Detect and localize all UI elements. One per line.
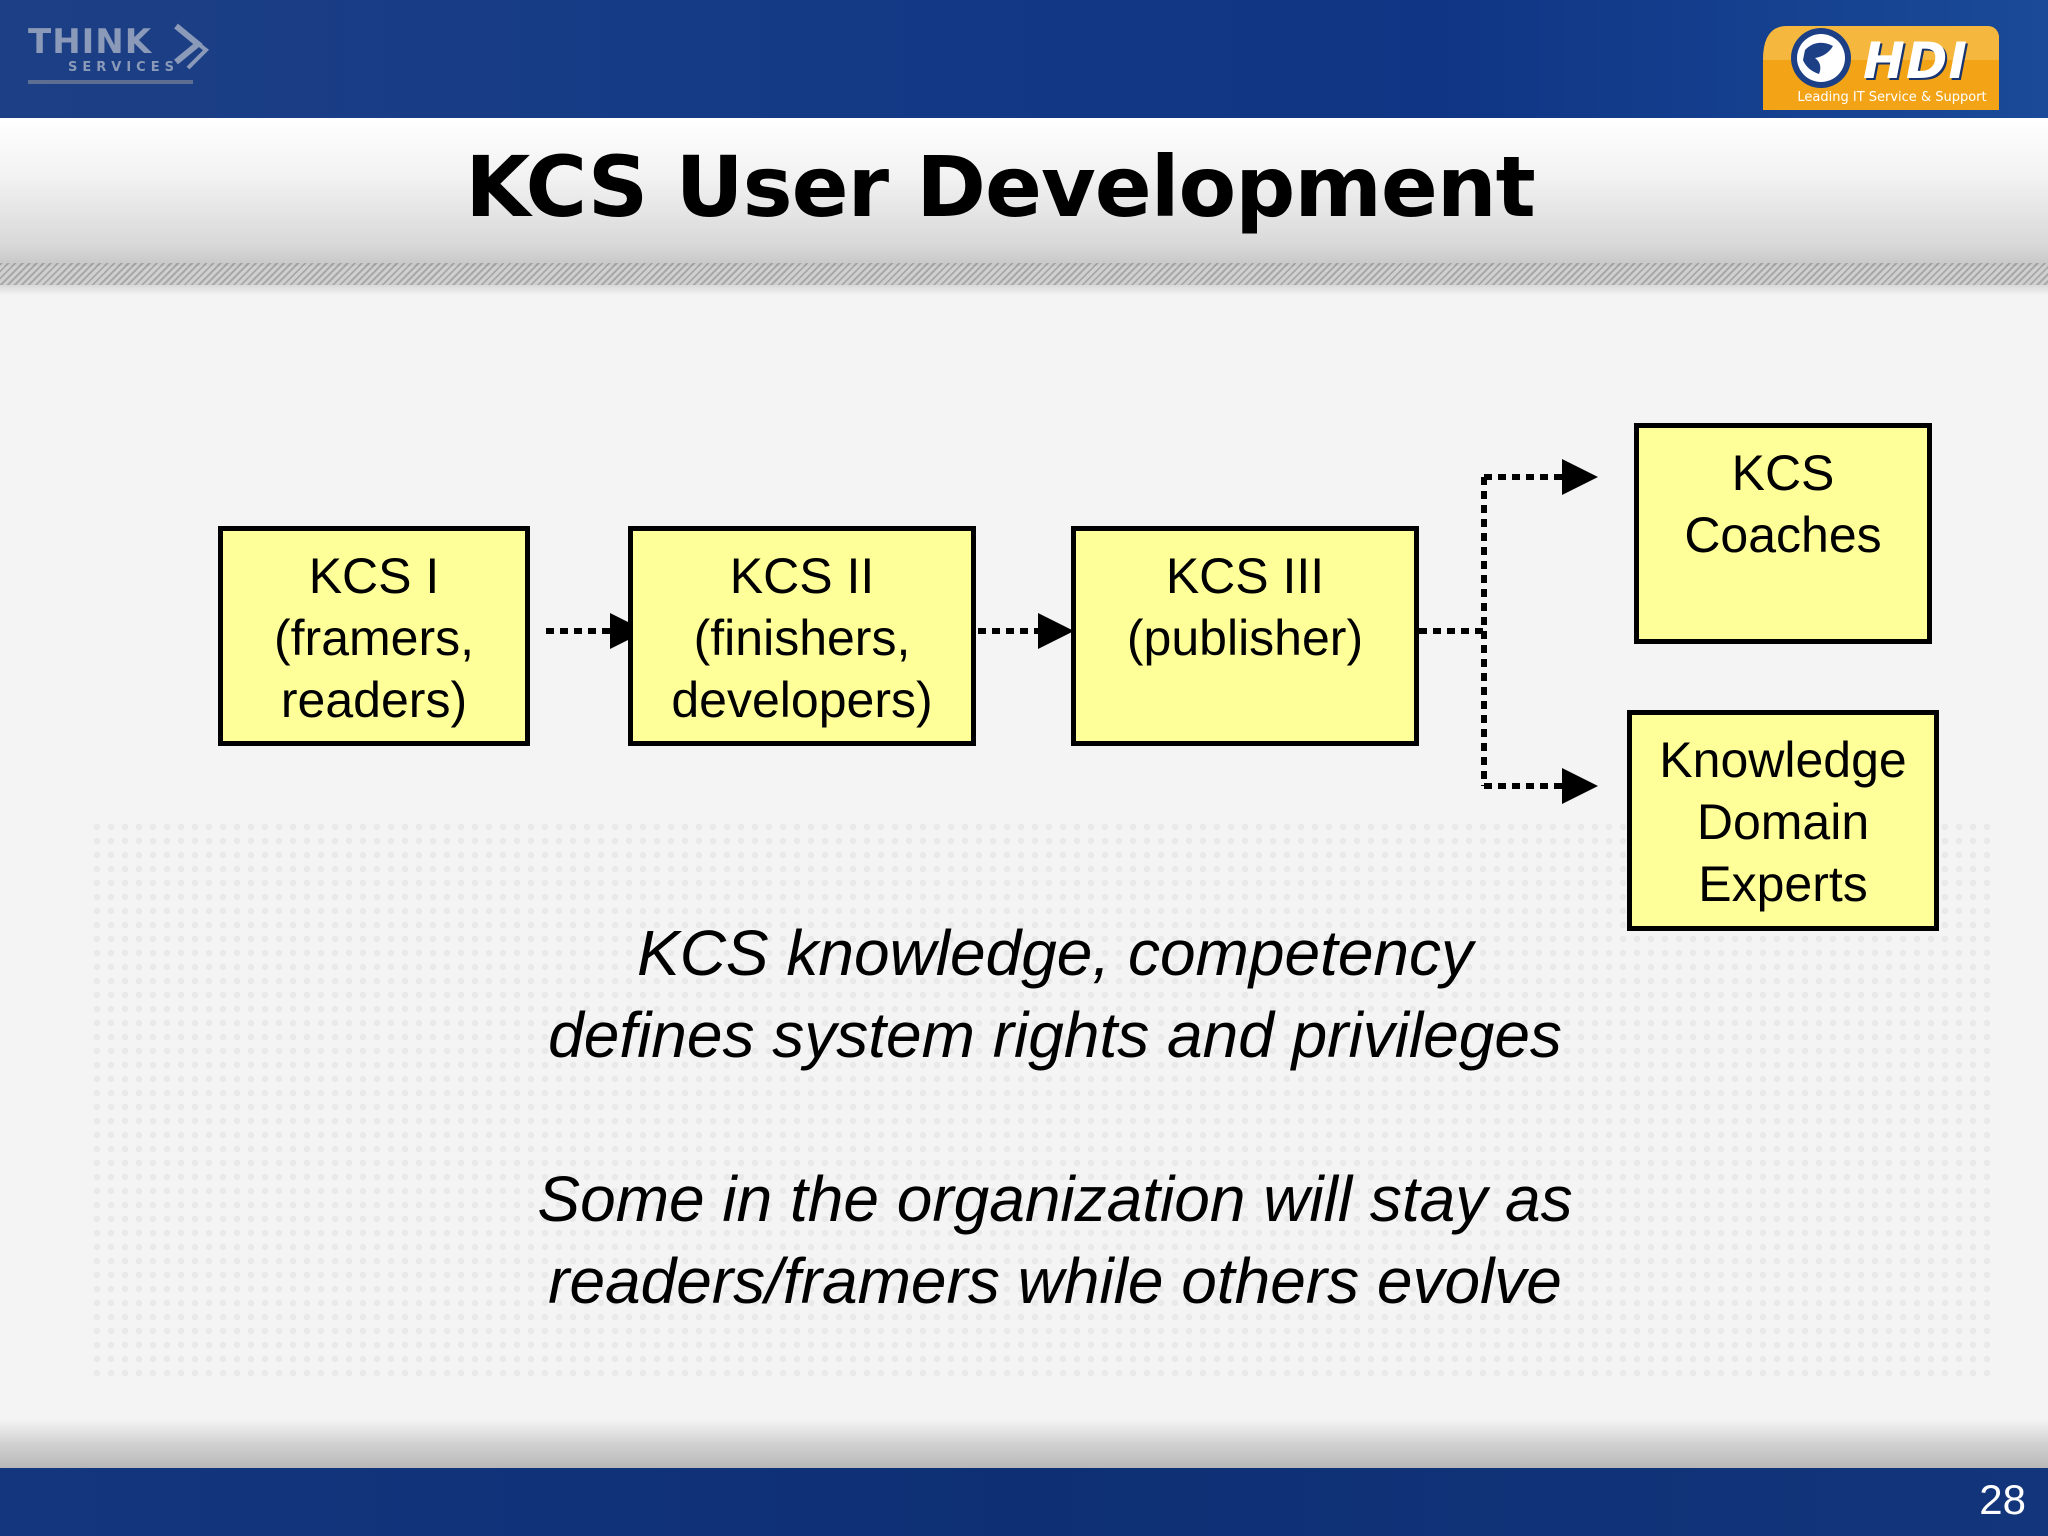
page-title: KCS User Development: [465, 138, 1536, 236]
box-experts-line-3: Experts: [1698, 856, 1868, 912]
title-band: [0, 118, 2048, 266]
hdi-badge-icon: [1763, 26, 1999, 110]
caption-evolve: Some in the organization will stay as re…: [0, 1158, 2048, 1322]
think-services-logo: THINK SERVICES: [28, 22, 210, 92]
box-kcs-coaches: KCS Coaches: [1634, 423, 1932, 644]
box-kcs-2-line-1: KCS II: [729, 548, 875, 604]
hdi-logo-tagline: Leading IT Service & Support: [1797, 90, 1987, 105]
hdi-logo: HDI Leading IT Service & Support: [1757, 20, 2002, 116]
box-kcs-coaches-line-2: Coaches: [1684, 507, 1882, 563]
caption-evolve-line-1: Some in the organization will stay as: [537, 1163, 1573, 1235]
caption-competency-line-1: KCS knowledge, competency: [637, 917, 1473, 989]
title-hatch-divider: [0, 263, 2048, 285]
caption-evolve-line-2: readers/framers while others evolve: [548, 1245, 1562, 1317]
caption-competency-line-2: defines system rights and privileges: [548, 999, 1562, 1071]
think-logo-sub: SERVICES: [68, 60, 179, 75]
box-kcs-1-line-2: (framers,: [274, 610, 474, 666]
hdi-logo-word: HDI: [1863, 32, 1968, 90]
box-experts-line-1: Knowledge: [1659, 732, 1907, 788]
box-kcs-2: KCS II (finishers, developers): [628, 526, 976, 746]
box-kcs-1-line-3: readers): [280, 672, 468, 728]
box-kcs-1: KCS I (framers, readers): [218, 526, 530, 746]
box-kcs-1-line-1: KCS I: [308, 548, 440, 604]
box-kcs-coaches-line-1: KCS: [1731, 445, 1835, 501]
think-logo-word: THINK: [28, 22, 153, 62]
box-kcs-2-line-3: developers): [671, 672, 933, 728]
box-kcs-2-line-2: (finishers,: [693, 610, 911, 666]
footer-band: [0, 1468, 2048, 1536]
box-knowledge-domain-experts: Knowledge Domain Experts: [1627, 710, 1939, 931]
think-logo-underline: [28, 80, 193, 84]
caption-competency: KCS knowledge, competency defines system…: [0, 912, 2048, 1076]
footer-silver-band: [0, 1418, 2048, 1468]
box-kcs-3-line-2: (publisher): [1126, 610, 1364, 666]
box-experts-line-2: Domain: [1696, 794, 1870, 850]
page-number: 28: [1979, 1476, 2026, 1523]
think-swoosh-icon: [174, 23, 210, 70]
box-kcs-3-line-1: KCS III: [1165, 548, 1325, 604]
header-band: [0, 0, 2048, 118]
box-kcs-3: KCS III (publisher): [1071, 526, 1419, 746]
title-shadow: [0, 285, 2048, 295]
